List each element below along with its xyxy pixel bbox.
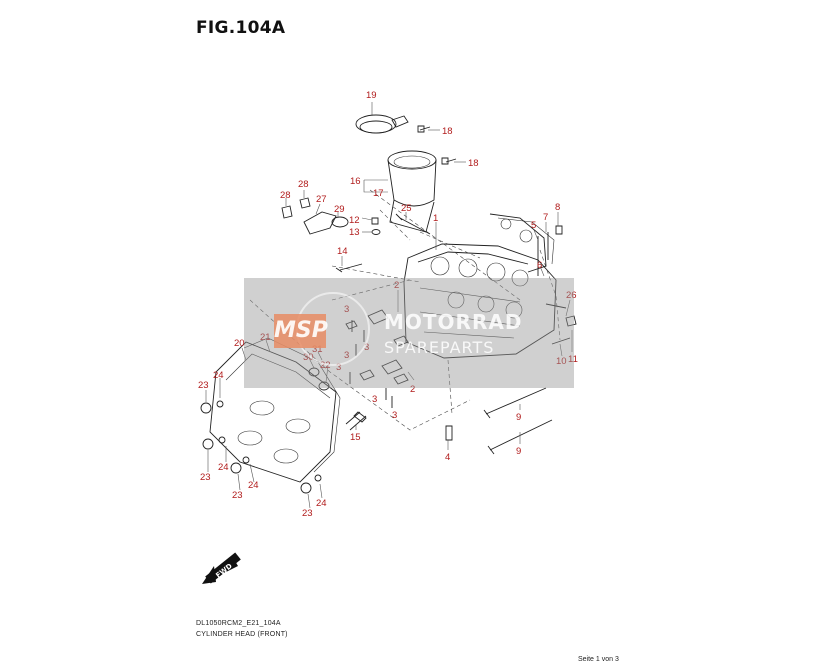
forward-arrow: FWD [202,552,241,584]
part-label-18[interactable]: 18 [442,126,453,137]
part-label-26[interactable]: 26 [566,290,577,301]
part-label-3[interactable]: 3 [364,342,369,353]
part-label-1[interactable]: 1 [433,213,438,224]
part-label-19[interactable]: 19 [366,90,377,101]
part-label-3[interactable]: 3 [336,362,341,373]
part-label-24[interactable]: 24 [316,498,327,509]
part-label-10[interactable]: 10 [556,356,567,367]
figure-model-code: DL1050RCM2_E21_104A [196,620,281,627]
part-label-30[interactable]: 30 [303,352,314,363]
temp-sensor-parts[interactable] [281,197,381,235]
part-label-24[interactable]: 24 [218,462,229,473]
part-label-3[interactable]: 3 [392,410,397,421]
camshaft-cap-parts[interactable] [345,309,409,385]
cover-bolts[interactable] [200,400,322,494]
watermark-line2: SPAREPARTS [384,338,495,357]
part-label-2[interactable]: 2 [410,384,415,395]
part-number-labels: 19 18 18 16 17 28 28 27 29 12 13 25 1 14… [198,90,578,519]
head-cover-gasket[interactable] [243,337,341,473]
part-label-27[interactable]: 27 [316,194,327,205]
part-label-21[interactable]: 21 [260,332,271,343]
part-label-16[interactable]: 16 [350,176,361,187]
watermark-line1: MOTORRAD [384,310,523,334]
intake-clamp[interactable] [355,114,409,134]
watermark-badge: MSP [274,314,328,348]
part-label-23[interactable]: 23 [302,508,313,519]
part-label-5[interactable]: 5 [531,220,536,231]
figure-name: CYLINDER HEAD (FRONT) [196,631,288,638]
part-label-28[interactable]: 28 [280,190,291,201]
part-label-14[interactable]: 14 [337,246,348,257]
part-label-25[interactable]: 25 [401,203,412,214]
part-label-7[interactable]: 7 [543,212,548,223]
part-label-6[interactable]: 6 [537,260,542,271]
part-label-24[interactable]: 24 [248,480,259,491]
part-label-23[interactable]: 23 [200,472,211,483]
part-label-4[interactable]: 4 [445,452,450,463]
part-label-9[interactable]: 9 [516,446,521,457]
part-label-3[interactable]: 3 [372,394,377,405]
part-label-12[interactable]: 12 [349,215,360,226]
part-label-17[interactable]: 17 [373,188,384,199]
spark-plug[interactable] [345,411,367,431]
part-label-13[interactable]: 13 [349,227,360,238]
part-label-22[interactable]: 22 [320,360,331,371]
part-label-9[interactable]: 9 [516,412,521,423]
figure-title: FIG.104A [196,18,286,38]
part-label-23[interactable]: 23 [232,490,243,501]
boot-screw[interactable] [417,125,457,165]
part-label-8[interactable]: 8 [555,202,560,213]
page-indicator: Seite 1 von 3 [578,656,619,663]
part-label-28[interactable]: 28 [298,179,309,190]
part-label-11[interactable]: 11 [568,354,578,365]
cylinder-head-gasket[interactable] [497,217,555,265]
stud-bolts-right[interactable] [537,225,577,345]
part-label-24[interactable]: 24 [213,370,224,381]
part-label-20[interactable]: 20 [234,338,245,349]
watermark-banner: MSP MOTORRAD SPAREPARTS [244,278,574,388]
part-label-29[interactable]: 29 [334,204,345,215]
part-label-23[interactable]: 23 [198,380,209,391]
part-label-15[interactable]: 15 [350,432,361,443]
part-label-2[interactable]: 2 [394,280,399,291]
intake-boot[interactable] [387,150,437,233]
part-label-18[interactable]: 18 [468,158,479,169]
dowel-pin[interactable] [445,425,453,441]
head-bolts[interactable] [335,213,553,455]
